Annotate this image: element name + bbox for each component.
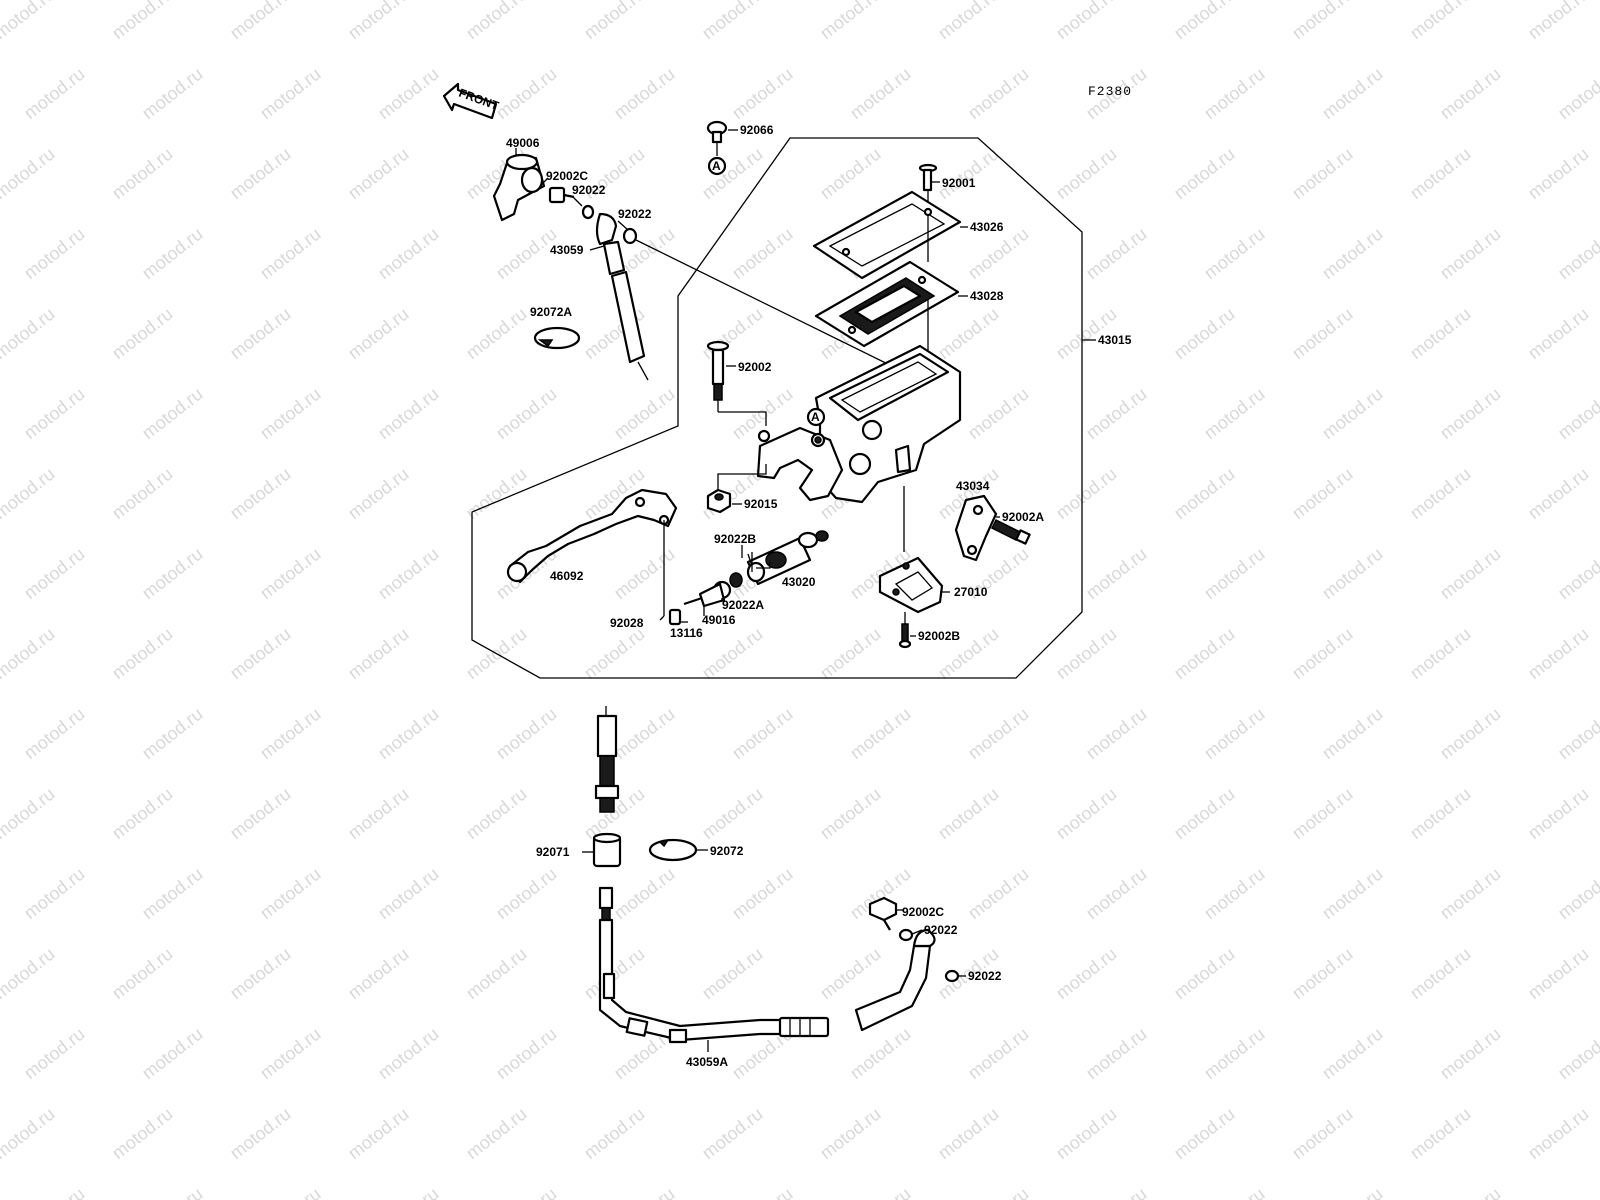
diagram-code: F2380	[1088, 84, 1132, 99]
label-43059A: 43059A	[686, 1055, 728, 1069]
label-92028: 92028	[610, 616, 644, 630]
part-13116-pin	[668, 608, 682, 626]
label-92066: 92066	[740, 123, 774, 137]
washer-92022-b	[622, 227, 638, 245]
label-92072: 92072	[710, 844, 744, 858]
assembly-outline	[471, 137, 1083, 679]
part-92001-screw	[918, 163, 938, 212]
part-92066: A	[706, 120, 728, 176]
part-92072-clip	[648, 838, 698, 862]
label-43026: 43026	[970, 220, 1004, 234]
label-92022-c: 92022	[924, 923, 958, 937]
label-43020: 43020	[782, 575, 816, 589]
part-46092-lever	[506, 488, 678, 616]
label-92015: 92015	[744, 497, 778, 511]
washer-92022-c	[898, 928, 914, 942]
label-92022A: 92022A	[722, 598, 764, 612]
washer-92022-a	[581, 204, 595, 220]
ref-mark-a-body-circle	[806, 407, 826, 427]
label-92002: 92002	[738, 360, 772, 374]
label-43059: 43059	[550, 243, 584, 257]
label-92002B: 92002B	[918, 629, 960, 643]
part-92002A-bolt	[990, 518, 1031, 545]
part-92002-bolt	[706, 340, 767, 426]
label-92002A: 92002A	[1002, 510, 1044, 524]
label-92022-d: 92022	[968, 969, 1002, 983]
label-92022-b: 92022	[618, 207, 652, 221]
leader-lines	[515, 129, 1096, 1052]
ref-mark-a-top: A	[712, 159, 721, 173]
part-92002B-screw	[898, 612, 912, 649]
part-43034-holder	[954, 494, 998, 562]
label-43015: 43015	[1098, 333, 1132, 347]
label-92022-a: 92022	[572, 183, 606, 197]
part-49006	[492, 153, 546, 222]
part-43028-diaphragm	[814, 260, 960, 348]
part-92071-cap	[592, 832, 622, 868]
part-92015-nut	[706, 464, 767, 514]
label-43034: 43034	[956, 479, 990, 493]
part-43059A-hose	[598, 886, 936, 1044]
label-46092: 46092	[550, 569, 584, 583]
label-92002C-bot: 92002C	[902, 905, 944, 919]
part-43059-hose-top	[595, 212, 649, 381]
ref-mark-a-body: A	[811, 410, 820, 424]
label-92072A: 92072A	[530, 305, 572, 319]
label-27010: 27010	[954, 585, 988, 599]
part-92002C-top	[548, 186, 575, 204]
part-92002C-bot	[868, 896, 898, 931]
label-92001: 92001	[942, 176, 976, 190]
front-arrow: FRONT	[442, 82, 501, 120]
part-43026-cover	[812, 190, 962, 280]
part-master-cylinder-body	[756, 344, 962, 504]
label-49006: 49006	[506, 136, 540, 150]
part-92072A-clip	[533, 326, 581, 350]
label-92071: 92071	[536, 845, 570, 859]
label-13116: 13116	[670, 626, 703, 640]
part-27010-switch	[878, 486, 944, 614]
label-92022B: 92022B	[714, 532, 756, 546]
label-92002C-top: 92002C	[546, 169, 588, 183]
washer-92022-d	[944, 969, 960, 983]
part-hose-lower-top	[594, 706, 620, 813]
label-43028: 43028	[970, 289, 1004, 303]
label-49016: 49016	[702, 613, 736, 627]
